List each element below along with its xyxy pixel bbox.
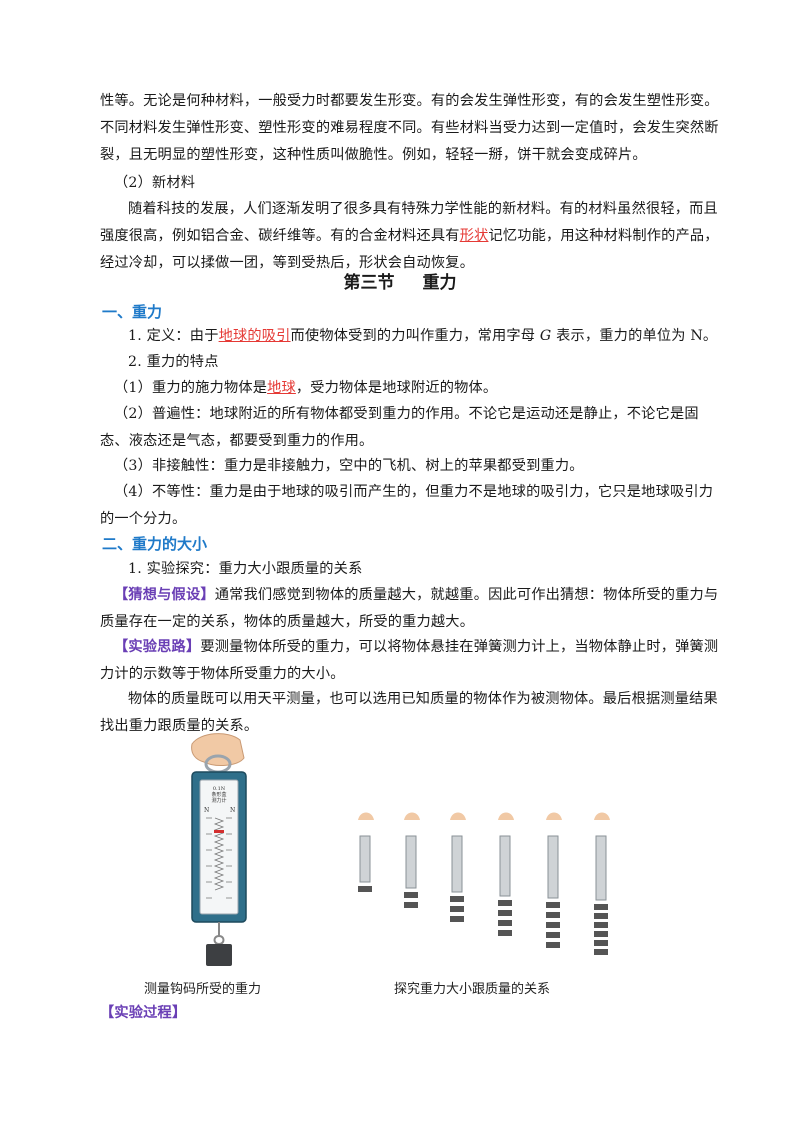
text: ，受力物体是地球附近的物体。 bbox=[295, 380, 498, 396]
tag-hypothesis: 【猜想与假设】 bbox=[114, 587, 215, 603]
gauge-unit-right: N bbox=[230, 807, 235, 814]
section-title: 第三节 重力 bbox=[0, 268, 800, 293]
text: 表示，重力的单位为 N。 bbox=[556, 328, 718, 344]
symbol-g: G bbox=[539, 328, 552, 344]
scale-5 bbox=[546, 812, 562, 948]
keyword-shape: 形状 bbox=[459, 228, 489, 244]
definition: 1. 定义：由于地球的吸引而使物体受到的力叫作重力，常用字母 G 表示，重力的单… bbox=[100, 323, 720, 350]
scale-3 bbox=[450, 812, 466, 922]
weight bbox=[206, 944, 232, 966]
process-tag: 【实验过程】 bbox=[100, 1000, 720, 1027]
scale-6 bbox=[594, 812, 610, 955]
tag-idea: 【实验思路】 bbox=[114, 639, 201, 655]
keyword-earth-attraction: 地球的吸引 bbox=[218, 328, 291, 344]
gravity-mass-figure bbox=[358, 812, 610, 955]
scale-2 bbox=[404, 812, 420, 908]
keyword-earth: 地球 bbox=[267, 380, 296, 396]
feature-2: （2）普遍性：地球附近的所有物体都受到重力的作用。不论它是运动还是静止，不论它是… bbox=[100, 406, 699, 449]
hypothesis: 【猜想与假设】通常我们感觉到物体的质量越大，就越重。因此可作出猜想：物体所受的重… bbox=[100, 582, 720, 636]
gauge-unit-left: N bbox=[204, 807, 209, 814]
experiment-idea: 【实验思路】要测量物体所受的重力，可以将物体悬挂在弹簧测力计上，当物体静止时，弹… bbox=[100, 634, 720, 688]
section-name: 重力 bbox=[422, 273, 457, 293]
hand-icon bbox=[594, 812, 610, 820]
text: （1）重力的施力物体是 bbox=[114, 380, 268, 396]
feature-3: （3）非接触性：重力是非接触力，空中的飞机、树上的苹果都受到重力。 bbox=[114, 458, 584, 474]
hand-icon bbox=[404, 812, 420, 820]
hand-icon bbox=[191, 733, 245, 766]
caption-spring-scale: 测量钩码所受的重力 bbox=[144, 982, 262, 997]
scale-ticks bbox=[206, 817, 232, 899]
section-number: 第三节 bbox=[343, 273, 395, 293]
scale-4 bbox=[498, 812, 514, 936]
hand-icon bbox=[358, 812, 374, 820]
paragraph-material-properties: 性等。无论是何种材料，一般受力时都要发生形变。有的会发生弹性形变，有的会发生塑性… bbox=[100, 93, 719, 163]
scale-1 bbox=[358, 812, 374, 892]
new-material-heading: （2）新材料 bbox=[114, 175, 196, 191]
experiment-heading: 1. 实验探究：重力大小跟质量的关系 bbox=[128, 561, 363, 577]
text: 通常我们感觉到物体的质量越大，就越重。因此可作出猜想：物体所受的重力与质量存在一… bbox=[100, 587, 719, 630]
heading-gravity-size: 二、重力的大小 bbox=[102, 535, 208, 553]
spring-scale-figure: 0.1N 条形盒 测力计 N N bbox=[191, 733, 247, 966]
pointer bbox=[214, 830, 224, 833]
hand-icon bbox=[498, 812, 514, 820]
features-heading: 2. 重力的特点 bbox=[128, 354, 219, 370]
paragraph-new-materials: 随着科技的发展，人们逐渐发明了很多具有特殊力学性能的新材料。有的材料虽然很轻，而… bbox=[100, 196, 720, 277]
text: 记忆功能，用这种材料制作的产品，经过冷却，可以揉做一团，等到受热后，形状会自动恢… bbox=[100, 228, 719, 271]
text: 而使物体受到的力叫作重力，常用字母 bbox=[290, 328, 536, 344]
hand-icon bbox=[450, 812, 466, 820]
heading-gravity: 一、重力 bbox=[102, 303, 163, 321]
gauge-label-2: 条形盒 bbox=[211, 791, 226, 798]
feature-4: （4）不等性：重力是由于地球的吸引而产生的，但重力不是地球的吸引力，它只是地球吸… bbox=[100, 484, 714, 527]
gauge-label-1: 0.1N bbox=[213, 786, 226, 792]
text: 要测量物体所受的重力，可以将物体悬挂在弹簧测力计上，当物体静止时，弹簧测力计的示… bbox=[100, 639, 719, 682]
tag-process: 【实验过程】 bbox=[100, 1005, 187, 1021]
feature-1: （1）重力的施力物体是地球，受力物体是地球附近的物体。 bbox=[100, 375, 734, 402]
caption-gravity-mass: 探究重力大小跟质量的关系 bbox=[394, 982, 551, 997]
hand-icon bbox=[546, 812, 562, 820]
gauge-label-3: 测力计 bbox=[211, 797, 226, 804]
text: 1. 定义：由于 bbox=[128, 328, 219, 344]
text: 随着科技的发展，人们逐渐发明了很多具有特殊力学性能的新材料。有的材料虽然很轻，而… bbox=[100, 201, 718, 244]
paragraph-mass: 物体的质量既可以用天平测量，也可以选用已知质量的物体作为被测物体。最后根据测量结… bbox=[100, 691, 718, 734]
